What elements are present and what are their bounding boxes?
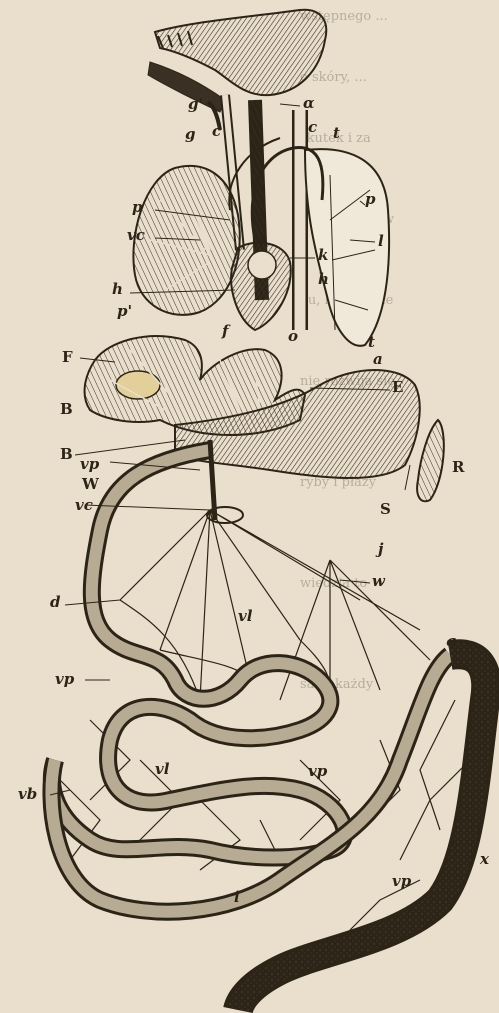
label-W: W: [82, 475, 99, 493]
label-h: h: [318, 270, 329, 288]
label-vl-lower: vl: [155, 760, 169, 778]
label-k: k: [318, 246, 328, 264]
label-q: q: [446, 632, 457, 650]
label-g-prime: g': [188, 95, 203, 113]
label-vp-upper: vp: [80, 455, 99, 473]
label-alpha: α: [303, 94, 315, 112]
label-t: t: [333, 124, 340, 142]
label-vc-lower: vc: [75, 496, 93, 514]
label-d: d: [50, 593, 61, 611]
heart: [231, 243, 291, 330]
large-intestine: [238, 654, 486, 1010]
label-vc-upper: vc: [127, 226, 145, 244]
label-F: F: [62, 348, 73, 366]
label-vb: vb: [18, 785, 37, 803]
label-c-right: c: [308, 118, 317, 136]
label-p-prime: p': [117, 302, 132, 320]
label-f: f: [222, 322, 228, 340]
label-p-left: p: [132, 198, 143, 216]
label-c: c: [212, 122, 221, 140]
label-l: l: [378, 232, 384, 250]
label-vp-lower: vp: [308, 762, 327, 780]
label-o: o: [288, 327, 298, 345]
label-S: S: [380, 500, 391, 518]
label-i: i: [234, 888, 240, 906]
label-x: x: [480, 850, 489, 868]
label-vl-upper: vl: [238, 607, 252, 625]
label-j: j: [378, 540, 383, 558]
label-t-lower: t: [368, 333, 375, 351]
label-vp-mid: vp: [55, 670, 74, 688]
small-intestine: [51, 450, 450, 912]
label-h-upper: h: [112, 280, 123, 298]
spleen: [417, 420, 444, 501]
label-w: w: [372, 572, 385, 590]
label-p-right: p: [365, 190, 376, 208]
label-B: B: [60, 400, 73, 418]
label-g: g: [185, 125, 196, 143]
label-a: a: [373, 350, 383, 368]
label-R: R: [452, 458, 464, 476]
head-skull: [148, 10, 326, 112]
label-E: E: [392, 378, 403, 396]
label-vp-tail: vp: [392, 872, 411, 890]
label-B-lower: B: [60, 445, 73, 463]
